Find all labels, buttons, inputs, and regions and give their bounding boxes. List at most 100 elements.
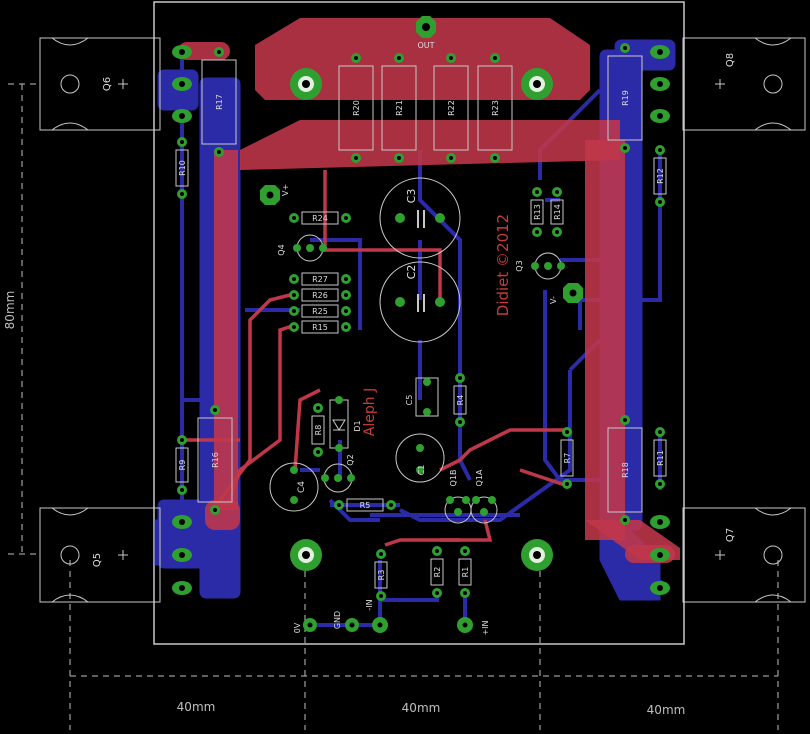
resistor-r5: R5 bbox=[334, 498, 396, 512]
resistor-r19: R19 bbox=[607, 43, 643, 153]
resistor-label: R23 bbox=[491, 100, 500, 116]
resistor-label: R14 bbox=[553, 204, 562, 220]
q2-label: Q2 bbox=[346, 454, 355, 465]
project-label: Aleph J bbox=[362, 388, 378, 436]
c4-label: C4 bbox=[297, 481, 307, 493]
connector-pads bbox=[303, 617, 473, 633]
capacitor-c4 bbox=[269, 462, 319, 512]
resistor-label: R2 bbox=[433, 567, 442, 578]
resistor-label: R1 bbox=[461, 567, 470, 578]
resistor-r26: R26 bbox=[289, 288, 351, 302]
resistor-r18: R18 bbox=[607, 415, 643, 525]
d1-label: D1 bbox=[353, 420, 362, 431]
capacitor-c2 bbox=[379, 261, 461, 343]
out-pad bbox=[416, 16, 436, 38]
resistor-r16: R16 bbox=[197, 405, 233, 515]
resistor-r9: R9 bbox=[175, 435, 189, 495]
resistor-r11: R11 bbox=[653, 427, 667, 489]
resistor-r15: R15 bbox=[289, 320, 351, 334]
resistor-label: R24 bbox=[312, 214, 328, 223]
plus-in-label: +IN bbox=[481, 620, 490, 635]
c2-label: C2 bbox=[405, 265, 418, 280]
mounting-holes bbox=[290, 68, 553, 571]
q3-label: Q3 bbox=[515, 260, 524, 271]
credit-label: Didiet ©2012 bbox=[494, 214, 512, 316]
transistor-q5 bbox=[39, 507, 161, 603]
resistor-r23: R23 bbox=[477, 53, 513, 163]
resistor-r21: R21 bbox=[381, 53, 417, 163]
resistor-r24: R24 bbox=[289, 211, 351, 225]
resistor-label: R19 bbox=[621, 90, 630, 106]
resistor-label: R15 bbox=[312, 323, 328, 332]
resistor-r25: R25 bbox=[289, 304, 351, 318]
top-traces bbox=[180, 170, 566, 547]
transistor-q8 bbox=[682, 37, 806, 131]
vminus-label: V- bbox=[549, 296, 558, 304]
resistor-label: R17 bbox=[215, 94, 224, 110]
resistor-label: R4 bbox=[456, 395, 465, 406]
board-outline bbox=[153, 1, 685, 645]
capacitor-c3 bbox=[379, 177, 461, 259]
out-label: OUT bbox=[417, 41, 434, 50]
vplus-pad bbox=[260, 185, 280, 205]
minus-in-label: -IN bbox=[365, 599, 374, 610]
resistor-label: R26 bbox=[312, 291, 328, 300]
zero-v-label: 0V bbox=[293, 622, 302, 633]
capacitor-c1 bbox=[395, 433, 445, 483]
resistor-label: R8 bbox=[314, 425, 323, 436]
q6-label: Q6 bbox=[102, 77, 113, 91]
resistor-label: R22 bbox=[447, 100, 456, 116]
transistor-q7 bbox=[682, 507, 806, 603]
vplus-label: V+ bbox=[281, 184, 290, 196]
resistor-r3: R3 bbox=[374, 549, 388, 601]
resistor-r4: R4 bbox=[453, 373, 467, 427]
resistor-label: R9 bbox=[178, 460, 187, 471]
resistor-r12: R12 bbox=[653, 145, 667, 207]
vminus-pad bbox=[563, 283, 583, 303]
resistor-label: R11 bbox=[656, 450, 665, 466]
dim-height-label: 80mm bbox=[3, 291, 17, 330]
resistor-label: R13 bbox=[533, 204, 542, 220]
c3-label: C3 bbox=[405, 189, 418, 204]
resistor-label: R18 bbox=[621, 462, 630, 478]
q1a-label: Q1A bbox=[475, 469, 484, 486]
resistor-label: R21 bbox=[395, 100, 404, 116]
resistor-r10: R10 bbox=[175, 137, 189, 199]
resistor-r14: R14 bbox=[550, 187, 564, 237]
resistor-label: R25 bbox=[312, 307, 328, 316]
dim-width-left-label: 40mm bbox=[177, 700, 216, 714]
resistor-r22: R22 bbox=[433, 53, 469, 163]
resistor-label: R20 bbox=[352, 100, 361, 116]
dim-width-right-label: 40mm bbox=[647, 703, 686, 717]
q8-label: Q8 bbox=[725, 53, 736, 67]
resistor-r2: R2 bbox=[430, 546, 444, 598]
resistor-label: R12 bbox=[656, 168, 665, 184]
dimension-lines bbox=[8, 83, 779, 730]
resistor-label: R27 bbox=[312, 275, 328, 284]
dim-width-mid-label: 40mm bbox=[402, 701, 441, 715]
top-copper-layer bbox=[178, 18, 680, 563]
transistor-q1a bbox=[470, 496, 498, 524]
q1b-label: Q1B bbox=[449, 470, 458, 487]
q7-label: Q7 bbox=[725, 528, 736, 542]
q5-label: Q5 bbox=[92, 553, 103, 567]
resistor-label: R3 bbox=[377, 570, 386, 581]
resistor-r7: R7 bbox=[560, 427, 574, 489]
transistor-q6 bbox=[39, 37, 161, 131]
q4-label: Q4 bbox=[277, 244, 286, 255]
resistor-label: R7 bbox=[563, 453, 572, 464]
resistor-label: R5 bbox=[360, 501, 371, 510]
resistor-r17: R17 bbox=[201, 47, 237, 157]
gnd-label: GND bbox=[333, 611, 342, 629]
resistor-r27: R27 bbox=[289, 272, 351, 286]
resistor-r8: R8 bbox=[311, 403, 325, 457]
c1-label: C1 bbox=[417, 465, 426, 476]
resistor-r1: R1 bbox=[458, 546, 472, 598]
resistor-r13: R13 bbox=[530, 187, 544, 237]
resistor-r20: R20 bbox=[338, 53, 374, 163]
resistor-label: R10 bbox=[178, 160, 187, 176]
resistor-label: R16 bbox=[211, 452, 220, 468]
c5-label: C5 bbox=[405, 395, 414, 406]
